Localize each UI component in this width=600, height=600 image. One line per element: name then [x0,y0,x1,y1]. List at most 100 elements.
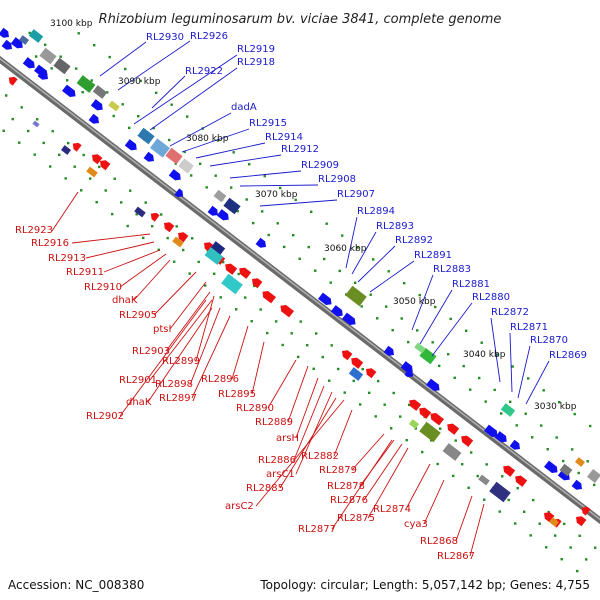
tick-mark [545,546,548,549]
tick-mark [263,174,266,178]
gene-arrow-shape [419,407,432,419]
label-rl2922: RL2922 [185,66,223,77]
gene-arrow-shape [178,232,189,243]
label-rl2894: RL2894 [357,206,395,217]
feature-block [86,166,98,178]
label-rl2916: RL2916 [31,238,69,249]
tick-mark [214,174,217,177]
feature-block-rect [204,247,224,265]
tick-mark [359,403,362,406]
leader-line [455,495,473,542]
feature-block-rect [32,120,40,128]
leader-line [423,479,445,525]
leader-line [525,360,550,405]
gene-arrow-shape [124,139,137,151]
leader-line [149,299,213,381]
tick-mark [232,151,235,154]
label-rl2891: RL2891 [414,250,452,261]
tick-mark [253,284,256,288]
tick-mark [493,388,496,392]
feature-block [549,517,559,527]
scale-tick-3100: 3100 kbp [50,19,93,29]
label-rl2907: RL2907 [337,189,375,200]
leader-line [191,315,231,399]
tick-mark [501,475,504,478]
tick-mark [586,460,589,463]
label-rl2910: RL2910 [84,282,122,293]
leader-line [255,399,345,507]
tick-mark [511,365,514,368]
leader-line [419,289,453,345]
gene-arrow-shape [88,113,99,124]
label-rl2867: RL2867 [437,551,475,562]
feature-block-rect [419,347,437,365]
gene-arrow [318,292,332,305]
gene-arrow [426,378,440,391]
gene-arrow-shape [0,27,9,38]
tick-mark [338,269,341,273]
tick-mark [67,141,70,145]
leader-line [165,291,211,352]
tick-mark [500,412,503,415]
feature-block-rect [61,145,71,155]
label-rl2905: RL2905 [119,310,157,321]
tick-mark [421,450,424,454]
gene-arrow [225,263,238,275]
label-rl2912: RL2912 [281,144,319,155]
feature-block-rect [210,241,226,255]
tick-mark [50,67,53,70]
tick-mark [558,401,561,404]
gene-arrow [576,516,587,527]
label-ptsi: ptsI [153,324,171,335]
gene-arrow [10,37,23,49]
tick-mark [376,317,379,320]
leader-line [367,447,409,519]
feature-block [76,75,96,93]
label-arsh: arsH [276,433,299,444]
tick-mark [108,55,111,59]
tick-mark [390,427,393,430]
tick-mark [356,246,359,249]
tick-mark [222,260,225,264]
tick-mark [307,245,310,249]
tick-mark [95,201,98,204]
tick-mark [36,118,39,121]
tick-mark [75,67,78,70]
tick-mark [354,281,357,284]
gene-arrow [124,139,137,151]
feature-block-rect [575,457,585,467]
gene-arrow [22,57,35,69]
tick-mark [573,412,576,416]
feature-block [409,419,419,429]
gene-arrow-shape [447,423,460,435]
feature-block-rect [39,47,57,65]
label-rl2878: RL2878 [327,481,365,492]
gene-arrow-shape [204,242,215,253]
gene-arrow-shape [280,305,294,318]
label-rl2879: RL2879 [319,465,357,476]
feature-block [348,367,364,381]
tick-mark [139,79,142,83]
leader-line [351,433,385,471]
tick-mark [546,448,549,451]
tick-mark [337,367,340,371]
tick-mark [555,436,558,439]
leader-line [85,241,155,259]
leader-line [195,295,215,362]
tick-mark [496,353,499,356]
label-rl2926: RL2926 [190,31,228,42]
feature-block-rect [19,35,29,45]
tick-mark [462,364,465,368]
tick-mark [392,391,395,395]
gene-arrow-shape [62,84,76,97]
tick-mark [267,233,270,237]
gene-arrow-shape [1,39,12,50]
tick-mark [524,412,527,415]
gene-arrow [383,345,394,356]
tick-mark [453,376,456,379]
leader-line [517,345,531,399]
tick-mark [188,272,191,275]
tick-mark [547,510,550,514]
leader-line [357,245,396,283]
gene-arrow-shape [318,292,332,305]
